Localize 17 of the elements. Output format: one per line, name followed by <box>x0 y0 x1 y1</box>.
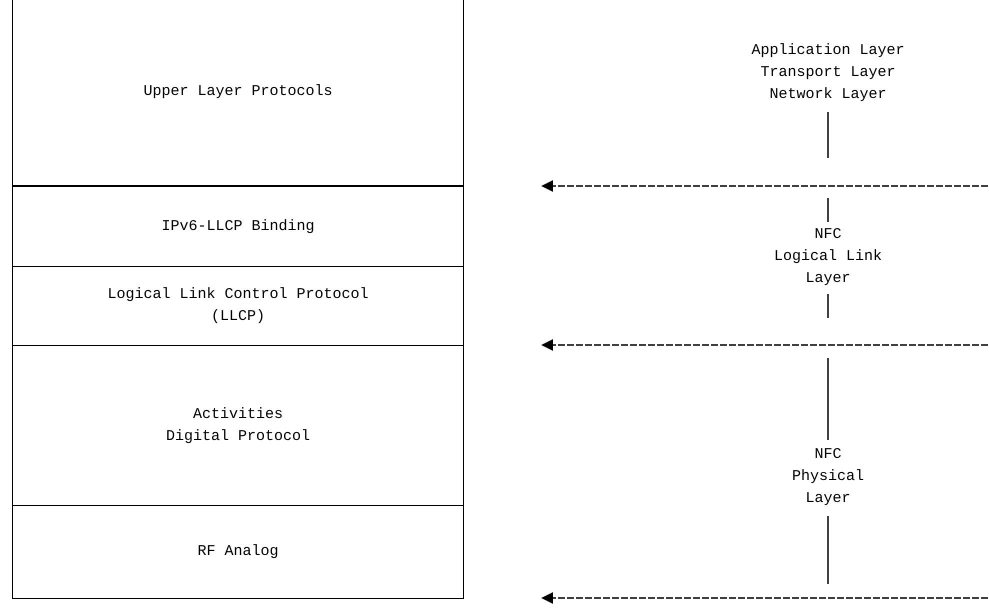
layer-group-label: Transport Layer <box>760 63 896 83</box>
layer-name: Activities Digital Protocol <box>164 404 312 446</box>
layer-group-label: NFC <box>814 225 842 245</box>
layer-name: IPv6-LLCP Binding <box>161 216 315 236</box>
layer-group-label: Application Layer <box>751 41 905 61</box>
layer-box <box>12 345 464 506</box>
layer-group-label: Physical Layer <box>790 467 865 509</box>
layer-name: Upper Layer Protocols <box>143 82 333 102</box>
layer-box <box>12 186 464 267</box>
layer-name: Logical Link Control Protocol (LLCP) <box>106 285 370 327</box>
layer-box <box>12 505 464 599</box>
layer-group-label: NFC <box>814 445 842 465</box>
layer-group-label: Logical Link Layer <box>772 247 884 289</box>
layer-group-label: Network Layer <box>769 85 887 105</box>
layer-name: RF Analog <box>197 542 278 562</box>
layer-box <box>12 0 464 186</box>
layer-box <box>12 266 464 346</box>
